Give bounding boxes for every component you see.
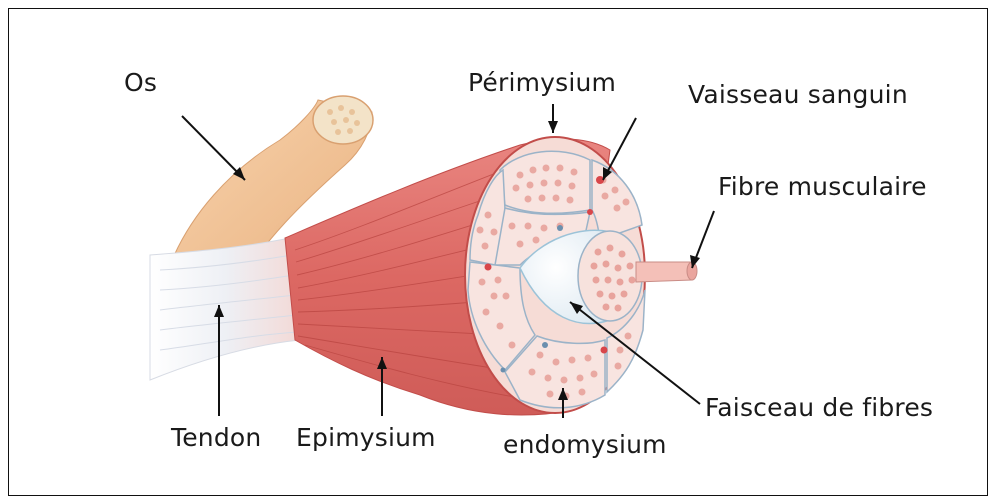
label-fibre-musculaire: Fibre musculaire [718,174,927,199]
muscle-fibre [636,262,697,282]
label-os: Os [124,70,157,95]
muscle-cross-section [465,137,645,413]
label-endomysium: endomysium [503,432,667,457]
label-perimysium: Périmysium [468,70,616,95]
label-epimysium: Epimysium [296,425,436,450]
label-tendon: Tendon [171,425,261,450]
label-vaisseau-sanguin: Vaisseau sanguin [688,82,908,107]
label-faisceau-de-fibres: Faisceau de fibres [705,395,933,420]
tendon [150,238,300,380]
